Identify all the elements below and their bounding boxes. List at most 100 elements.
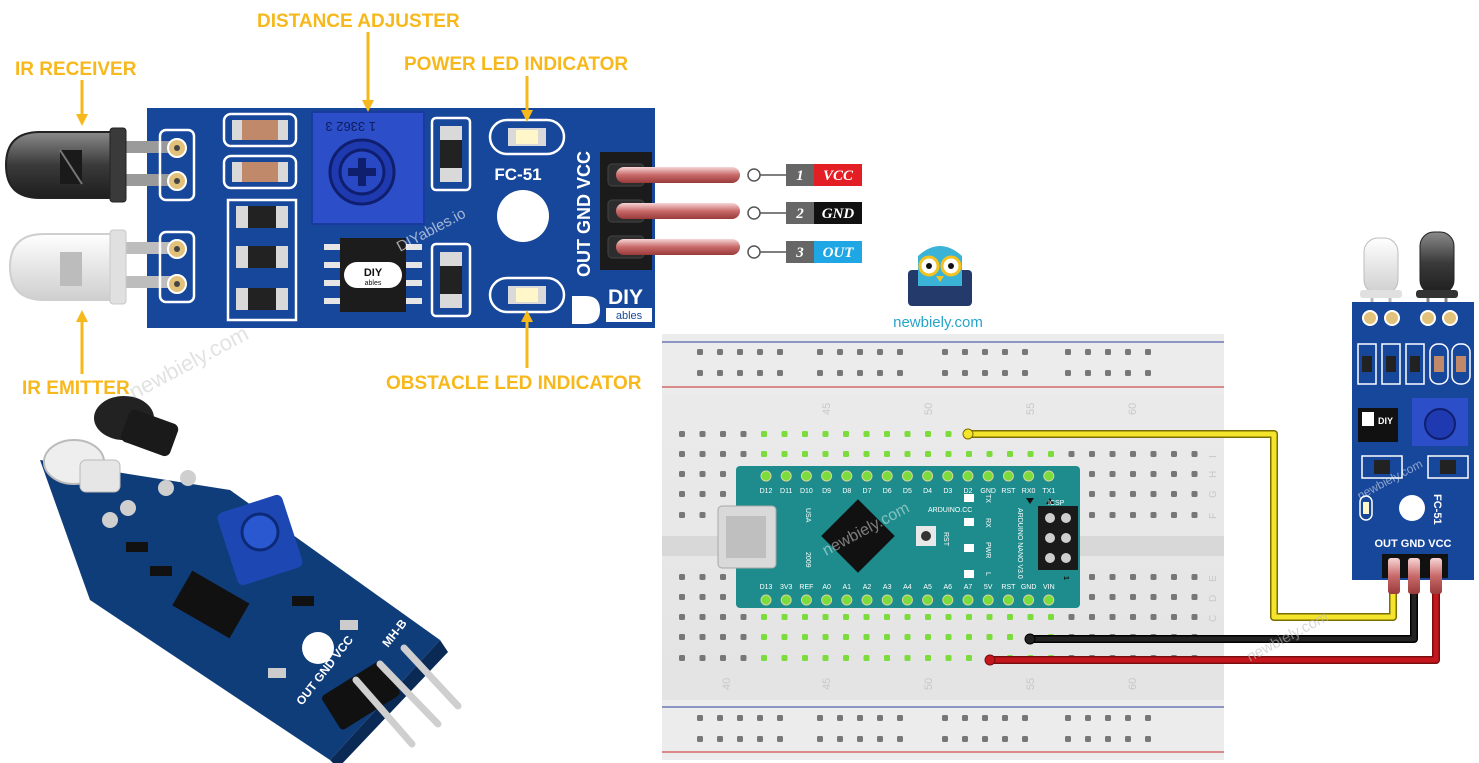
row-d: D (1208, 595, 1219, 602)
nano-label-year: 2009 (804, 552, 811, 568)
row-c: C (1208, 615, 1219, 622)
nano-top-pin-label: D6 (883, 488, 892, 495)
diyables-logo: DIY ables (572, 286, 652, 324)
col-60-bottom: 60 (1127, 678, 1139, 690)
nano-label-name: ARDUINO NANO V3.0 (1016, 508, 1023, 579)
distance-adjuster-potentiometer: 1 3362 3 (311, 111, 425, 225)
nano-bottom-pin-label: D13 (760, 584, 773, 591)
chip-logo-bottom: ables (365, 280, 382, 287)
nano-label-arduino-cc: ARDUINO.CC (928, 507, 972, 514)
col-60: 60 (1127, 403, 1139, 415)
callout-ir-receiver: IR RECEIVER (15, 59, 137, 80)
module-model-label: FC-51 (494, 165, 541, 184)
ir-receiver-led (4, 127, 172, 203)
fc51-module-diagram: 1 3362 3 DIY ables FC-51 (4, 11, 862, 405)
pin-name: VCC (823, 168, 854, 184)
nano-top-pin-label: TX1 (1042, 488, 1055, 495)
nano-bottom-pin-label: GND (1021, 584, 1037, 591)
nano-top-pin-label: D7 (863, 488, 872, 495)
nano-label-one: 1 (1062, 576, 1069, 580)
power-led (488, 118, 566, 156)
nano-bottom-pin-label: A1 (843, 584, 852, 591)
callout-power-led: POWER LED INDICATOR (404, 54, 628, 75)
nano-bottom-pin-label: VIN (1043, 584, 1055, 591)
nano-top-pin-label: RX0 (1022, 488, 1036, 495)
newbiely-logo: newbiely.com (893, 246, 983, 331)
pin-name: OUT (823, 245, 855, 261)
pin-labels: 1 VCC 2 GND 3 OUT (747, 164, 862, 263)
nano-label-rx: RX (984, 518, 991, 528)
nano-bottom-pin-label: 5V (984, 584, 993, 591)
pin-label-gnd: 2 GND (747, 202, 862, 224)
nano-bottom-pin-label: A2 (863, 584, 872, 591)
nano-bottom-pin-label: RST (1001, 584, 1016, 591)
nano-top-pin-label: D12 (760, 488, 773, 495)
led-pads (158, 128, 196, 304)
newbiely-logo-text: newbiely.com (893, 314, 983, 331)
small-module-model: FC-51 (1431, 494, 1443, 525)
pin-name: GND (822, 206, 855, 222)
col-45: 45 (821, 403, 833, 415)
chip-logo-top: DIY (364, 267, 383, 279)
nano-top-pin-label: D11 (780, 488, 792, 495)
nano-top-pin-label: D5 (903, 488, 912, 495)
nano-label-icsp: ICSP (1048, 500, 1065, 507)
nano-bottom-pin-label: REF (799, 584, 813, 591)
small-module-pin-label: OUT GND VCC (1375, 538, 1452, 550)
nano-top-pin-label: D10 (800, 488, 813, 495)
callout-arrows (76, 32, 533, 374)
col-50-bottom: 50 (923, 678, 935, 690)
nano-bottom-pin-label: A0 (822, 584, 831, 591)
ir-emitter-led (8, 229, 172, 305)
nano-bottom-pin-label: A7 (964, 584, 973, 591)
breadboard-column-numbers: 40 45 50 55 60 40 45 50 55 60 (721, 403, 1139, 690)
small-module-logo: DIY (1378, 416, 1393, 426)
arduino-nano: D12D13D113V3D10REFD9A0D8A1D7A2D6A3D5A4D4… (717, 466, 1080, 608)
nano-bottom-pin-label: A6 (944, 584, 953, 591)
pin-label-out: 3 OUT (747, 241, 862, 263)
comparator-chip: DIY ables (324, 238, 422, 312)
pin-header-label: OUT GND VCC (574, 151, 594, 277)
row-e: E (1208, 575, 1219, 582)
row-g: G (1208, 490, 1219, 498)
small-fc51-module: DIY FC-51 OUT GND VCC newbiely.com (1352, 231, 1474, 594)
nano-label-pwr: PWR (984, 542, 991, 558)
nano-top-pin-label: D3 (943, 488, 952, 495)
mounting-hole (497, 190, 549, 242)
nano-top-pin-label: D4 (923, 488, 932, 495)
nano-bottom-pin-label: A5 (923, 584, 932, 591)
col-55-bottom: 55 (1025, 678, 1037, 690)
nano-label-rst: RST (942, 532, 949, 547)
nano-label-tx: TX (984, 494, 991, 503)
brand-logo-top: DIY (608, 286, 643, 309)
callout-obstacle-led: OBSTACLE LED INDICATOR (386, 373, 642, 394)
row-i: I (1208, 455, 1219, 458)
watermark-left: newbiely.com (125, 321, 253, 405)
pin-number: 2 (795, 206, 804, 222)
smd-components (222, 112, 472, 322)
breadboard-row-letters: I H G F E D C (1208, 455, 1219, 622)
nano-top-pin-label: D9 (822, 488, 831, 495)
callout-distance-adjuster: DISTANCE ADJUSTER (257, 11, 460, 32)
nano-label-usa: USA (804, 508, 811, 523)
nano-pin-pads: D12D13D113V3D10REFD9A0D8A1D7A2D6A3D5A4D4… (760, 470, 1055, 606)
nano-bottom-pin-label: 3V3 (780, 584, 793, 591)
pin-header (600, 152, 740, 270)
pot-code: 1 3362 3 (325, 119, 376, 134)
row-f: F (1208, 513, 1219, 519)
brand-logo-bottom: ables (616, 310, 643, 322)
col-45-bottom: 45 (821, 678, 833, 690)
row-h: H (1208, 471, 1219, 478)
pin-number: 3 (795, 245, 804, 261)
nano-top-pin-label: D2 (964, 488, 973, 495)
nano-top-pin-label: RST (1001, 488, 1016, 495)
pin-number: 1 (796, 168, 804, 184)
callout-ir-emitter: IR EMITTER (22, 378, 130, 399)
nano-top-pin-label: D8 (842, 488, 851, 495)
nano-bottom-pin-label: A4 (903, 584, 912, 591)
module-photo: OUT GND VCC MH-B (40, 396, 462, 763)
col-55: 55 (1025, 403, 1037, 415)
nano-top-pin-label: GND (980, 488, 996, 495)
